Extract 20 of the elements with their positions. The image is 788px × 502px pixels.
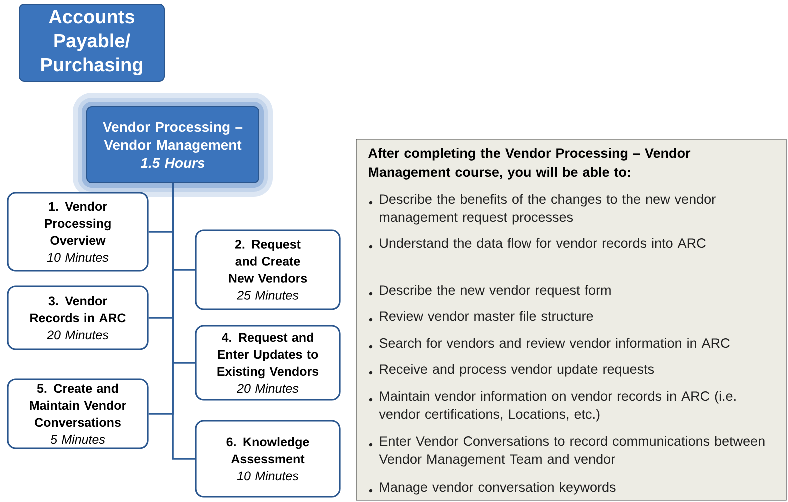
module-box: 5. Create and Maintain Vendor Conversations 5 Minutes xyxy=(7,378,149,450)
module-box: 3. Vendor Records in ARC 20 Minutes xyxy=(7,286,149,350)
connector-line xyxy=(172,184,196,460)
bullet-item: Understand the data flow for vendor records into ARC xyxy=(369,238,706,249)
heading-box: Accounts Payable/ Purchasing xyxy=(19,4,165,82)
bullet-item: Manage vendor conversation keywords xyxy=(369,482,616,495)
bullet-item: Maintain vendor information on vendor records in ARC (i.e. vendor certifications, Locations, etc.) xyxy=(369,391,736,422)
module-box: 1. Vendor Processing Overview 10 Minutes xyxy=(7,192,149,272)
panel-heading: After completing the Vendor Processing – Vendor Management course, you will be able to: xyxy=(368,148,691,180)
bullet-item: Receive and process vendor update requests xyxy=(369,364,654,377)
bullet-item: Review vendor master file structure xyxy=(369,311,594,322)
bullet-item: Enter Vendor Conversations to record communications between Vendor Management Team and vendor xyxy=(369,436,765,467)
text-panel xyxy=(356,139,787,501)
bullet-item: Describe the new vendor request form xyxy=(369,285,611,298)
bullet-item: Describe the benefits of the changes to the new vendor management request processes xyxy=(369,194,716,225)
bullet-item: Search for vendors and review vendor information in ARC xyxy=(369,338,730,349)
module-box: 6. Knowledge Assessment 10 Minutes xyxy=(195,420,341,498)
module-box: 2. Request and Create New Vendors 25 Minutes xyxy=(195,230,341,310)
course-box: Vendor Processing – Vendor Management 1.5 Hours xyxy=(73,93,273,197)
module-box: 4. Request and Enter Updates to Existing Vendors 20 Minutes xyxy=(195,325,341,401)
